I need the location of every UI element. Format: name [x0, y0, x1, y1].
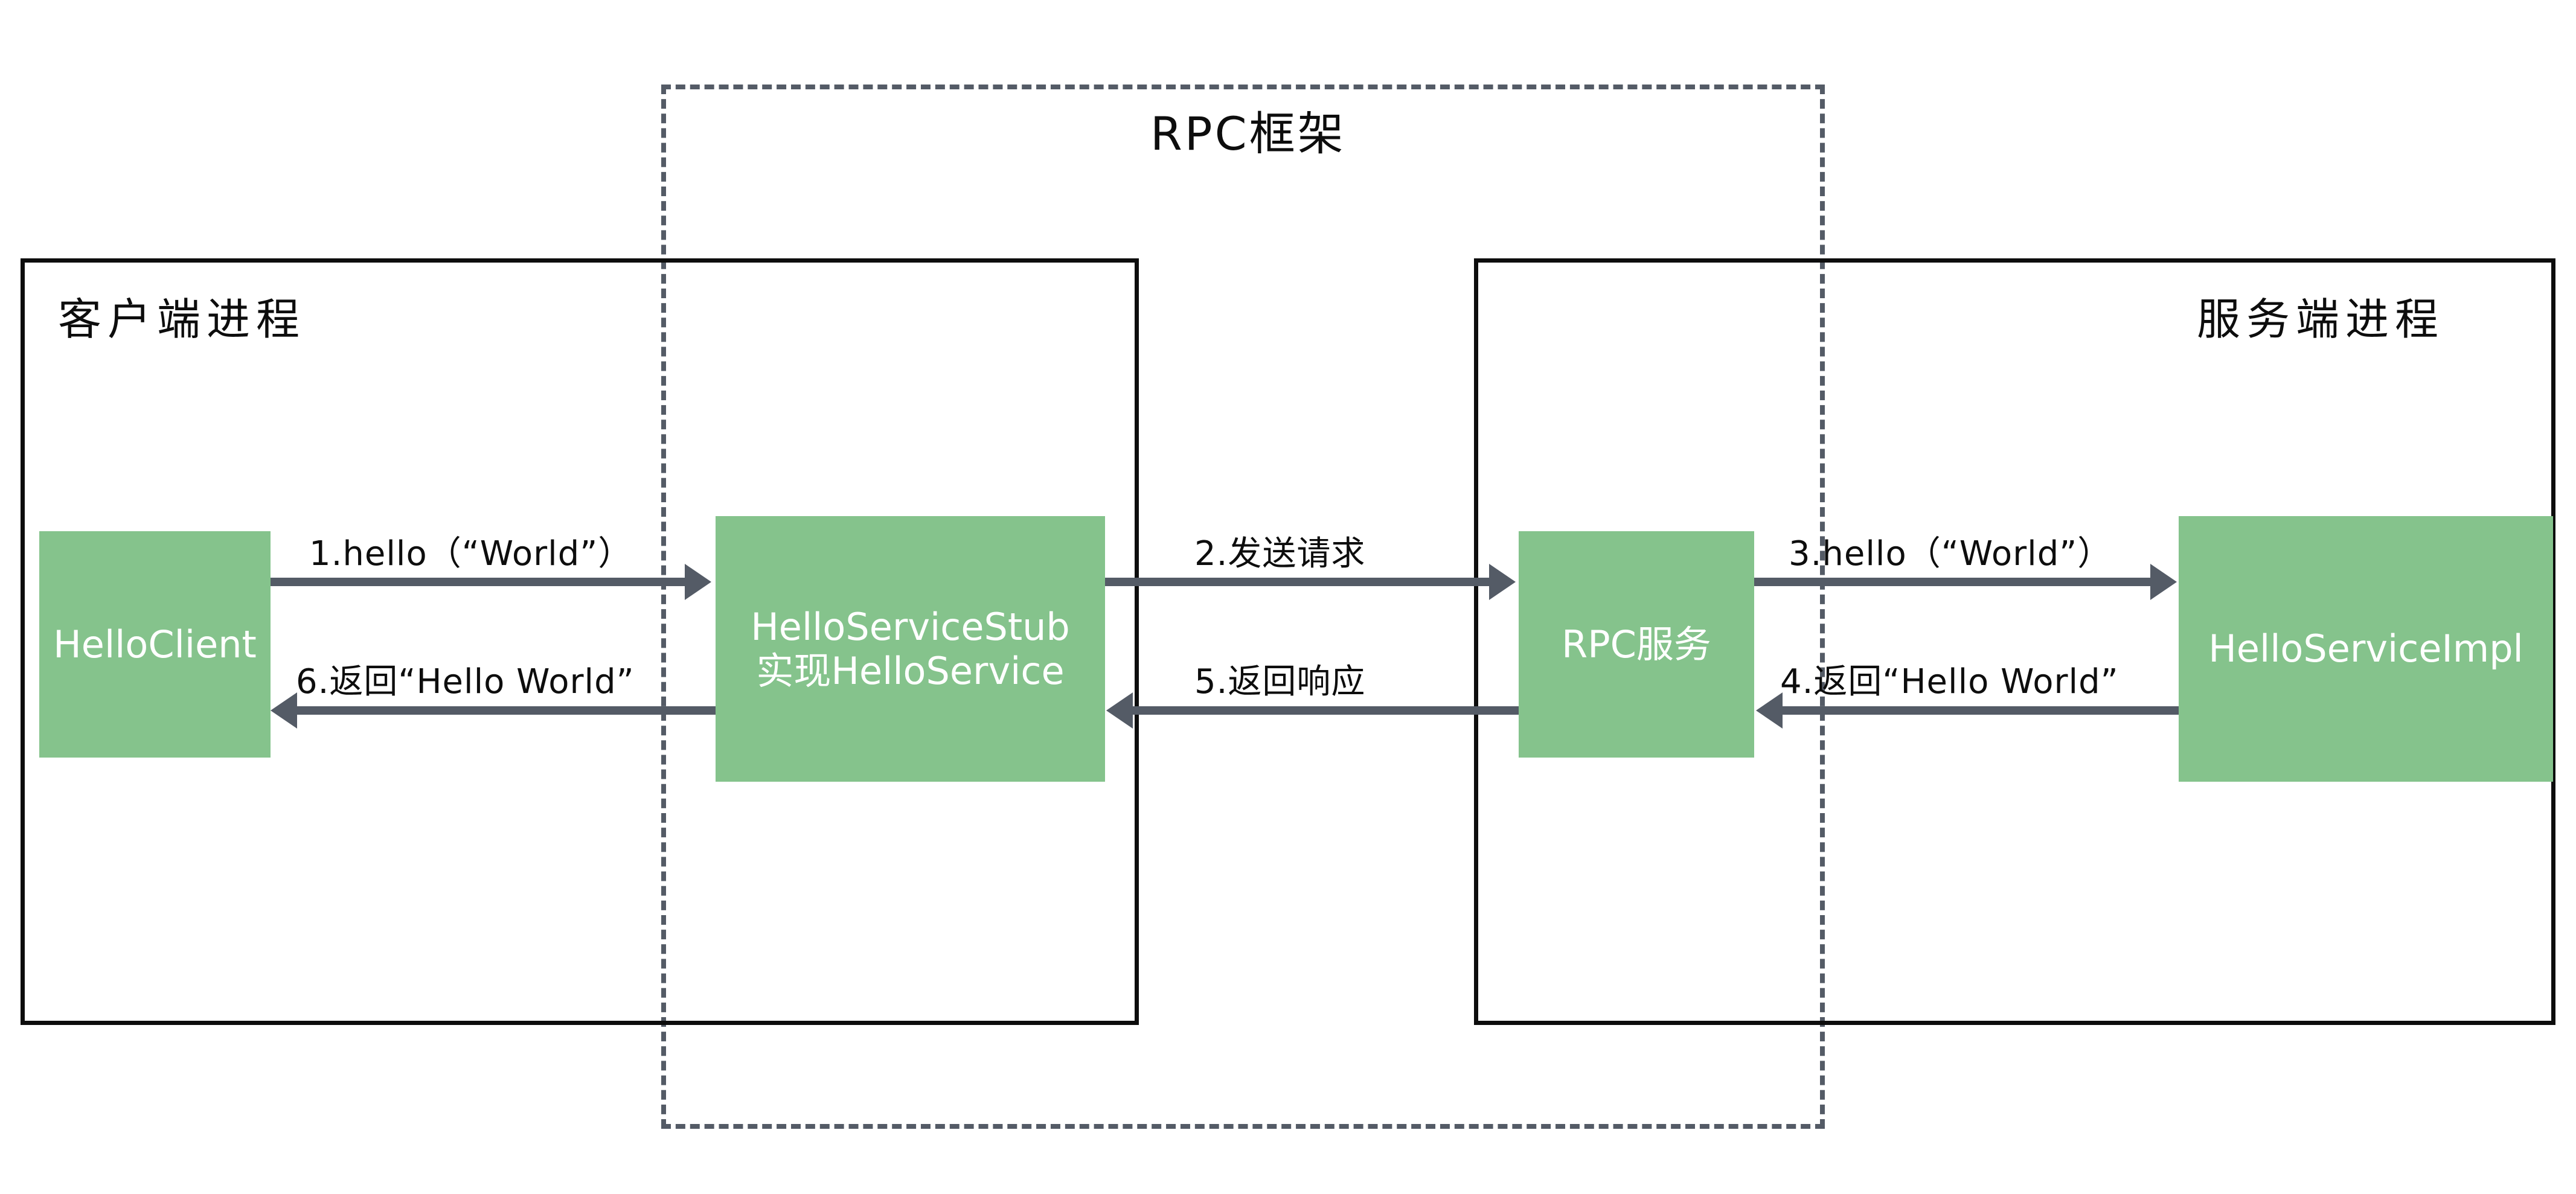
arrow-label-step-2: 2.发送请求 [1194, 534, 1366, 573]
client-process-label: 客户端进程 [58, 294, 306, 345]
arrow-step-4 [1780, 706, 2179, 715]
node-hello-client-line-1: HelloClient [53, 622, 257, 666]
server-process-label: 服务端进程 [2197, 294, 2445, 345]
arrow-label-step-3: 3.hello（“World”） [1789, 534, 2112, 573]
node-hello-service-stub[interactable]: HelloServiceStub 实现HelloService [716, 516, 1105, 782]
node-hello-service-impl[interactable]: HelloServiceImpl [2179, 516, 2553, 782]
node-rpc-service-line-1: RPC服务 [1562, 622, 1711, 666]
arrow-step-2 [1105, 578, 1491, 586]
node-hello-client[interactable]: HelloClient [39, 531, 271, 758]
arrow-label-step-6: 6.返回“Hello World” [296, 662, 635, 701]
node-rpc-service[interactable]: RPC服务 [1519, 531, 1754, 758]
arrow-label-step-1: 1.hello（“World”） [309, 534, 633, 573]
arrow-step-1 [271, 578, 687, 586]
rpc-framework-boundary [661, 85, 1825, 1129]
arrow-label-step-4: 4.返回“Hello World” [1780, 662, 2119, 701]
arrow-label-step-5: 5.返回响应 [1194, 662, 1366, 701]
node-hello-service-stub-line-2: 实现HelloService [756, 649, 1065, 693]
rpc-framework-title: RPC框架 [1150, 107, 1346, 161]
node-hello-service-stub-line-1: HelloServiceStub [751, 604, 1070, 649]
node-hello-service-impl-line-1: HelloServiceImpl [2208, 627, 2523, 671]
arrow-step-3 [1754, 578, 2153, 586]
client-process-box [21, 258, 1139, 1025]
arrow-step-5 [1130, 706, 1520, 715]
server-process-box [1474, 258, 2555, 1025]
arrow-step-6 [295, 706, 717, 715]
